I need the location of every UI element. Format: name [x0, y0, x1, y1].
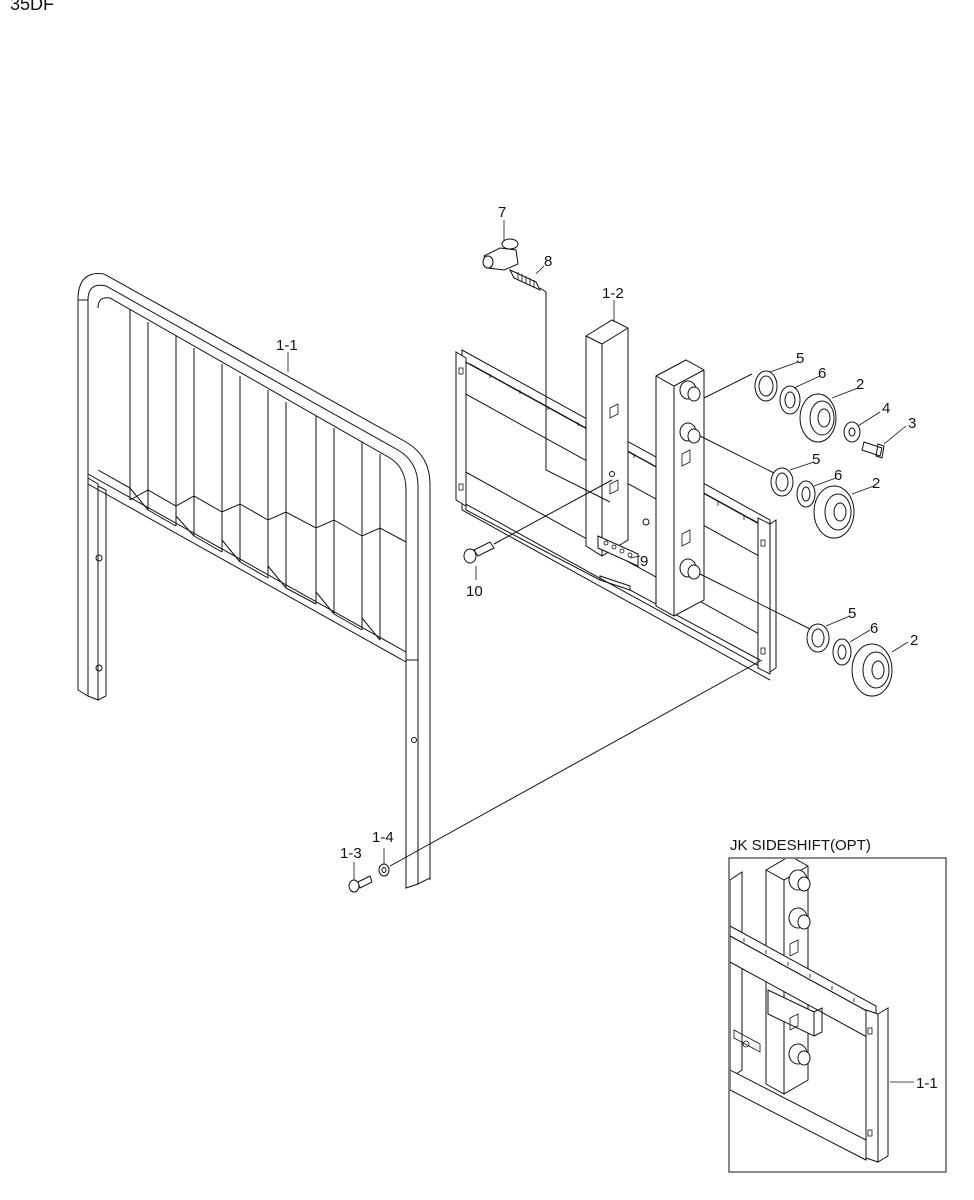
model-label: 35DF: [10, 0, 54, 14]
callout-3: 3: [908, 415, 916, 432]
callout-5-upper: 5: [796, 350, 804, 367]
roller-shaft-studs: [679, 380, 701, 580]
callout-6-upper: 6: [818, 365, 826, 382]
callout-1-4: 1-4: [372, 829, 394, 846]
inset-callout-1-1: 1-1: [916, 1075, 938, 1092]
bolt-10: [463, 479, 613, 564]
lock-pin-assembly: [482, 238, 611, 503]
backrest-bolt-assembly: [348, 659, 763, 893]
inset-frame: [728, 857, 947, 1173]
callout-2-middle: 2: [872, 475, 880, 492]
inset-sideshift: JK SIDESHIFT(OPT): [728, 837, 947, 1173]
callout-leaders: [287, 220, 909, 880]
callout-9: 9: [640, 553, 648, 570]
callout-4: 4: [882, 400, 890, 417]
callout-2-lower: 2: [910, 632, 918, 649]
callout-8: 8: [544, 253, 552, 270]
callout-2-upper: 2: [856, 376, 864, 393]
callout-10: 10: [466, 583, 483, 600]
roller-set-upper: [703, 370, 885, 459]
callout-7: 7: [498, 204, 506, 221]
load-backrest: [77, 273, 431, 889]
inset-title: JK SIDESHIFT(OPT): [730, 837, 871, 854]
callout-6-middle: 6: [834, 467, 842, 484]
backrest-slats: [129, 310, 407, 641]
callout-1-3: 1-3: [340, 845, 362, 862]
callout-5-middle: 5: [812, 451, 820, 468]
fork-carriage: [455, 319, 777, 681]
roller-set-lower: [699, 573, 893, 697]
callout-numbers: 7 8 1-2 1-1 5 6 2 4 3 5 6 2 9 10 5 6 2 1…: [276, 204, 918, 862]
callout-5-lower: 5: [848, 605, 856, 622]
callout-1-2: 1-2: [602, 285, 624, 302]
roller-set-middle: [699, 435, 855, 539]
callout-1-1: 1-1: [276, 337, 298, 354]
callout-6-lower: 6: [870, 620, 878, 637]
